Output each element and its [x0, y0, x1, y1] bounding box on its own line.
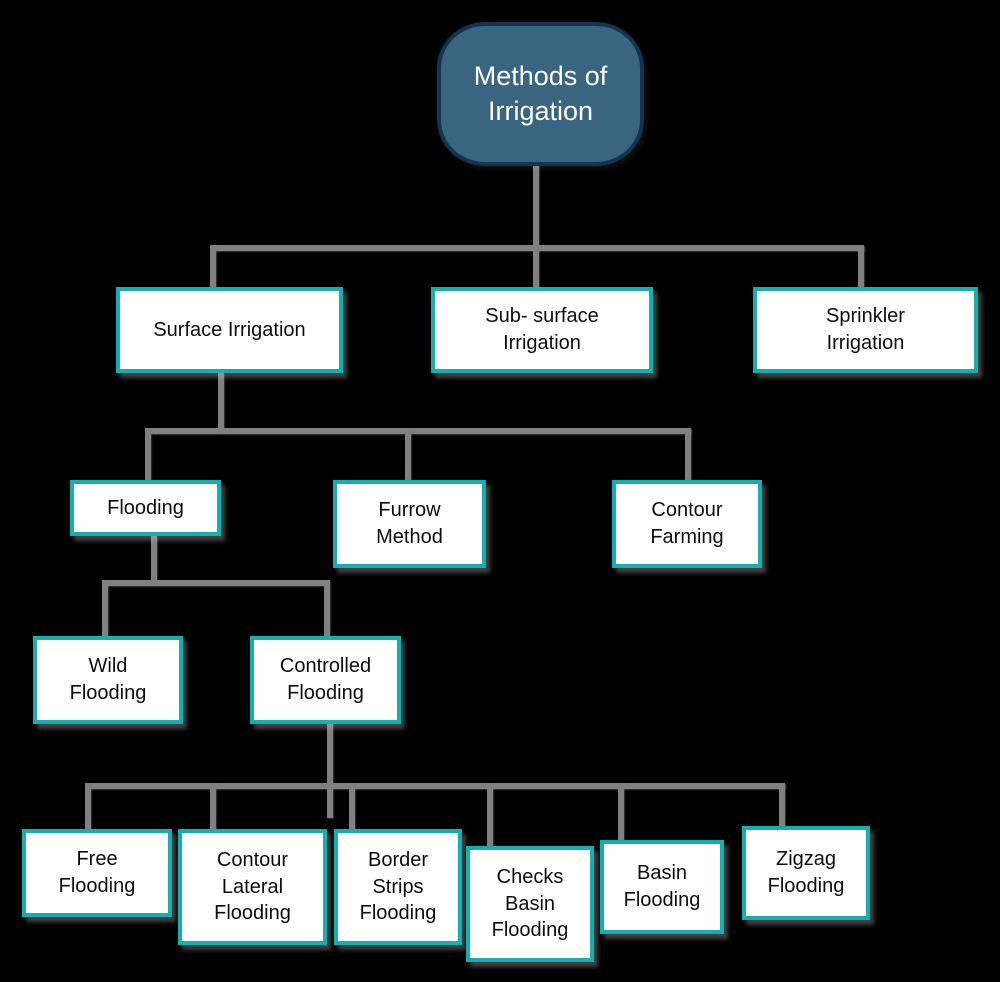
connector-to-free: [85, 783, 91, 830]
node-label: Basin Flooding: [623, 862, 701, 911]
connector-to-sprinkler: [858, 245, 864, 287]
node-label: Sub- surface Irrigation: [485, 305, 599, 354]
node-contour-lateral-flooding[interactable]: Contour Lateral Flooding: [178, 829, 327, 945]
node-basin-flooding[interactable]: Basin Flooding: [600, 840, 724, 934]
connector-level5-bus: [85, 783, 785, 789]
connector-to-controlled: [324, 580, 330, 636]
node-controlled-flooding[interactable]: Controlled Flooding: [250, 636, 401, 724]
connector-surface-stem: [218, 373, 224, 433]
node-furrow-method[interactable]: Furrow Method: [333, 480, 486, 568]
connector-to-checks: [487, 783, 493, 847]
connector-to-furrow: [405, 428, 411, 480]
node-zigzag-flooding[interactable]: Zigzag Flooding: [742, 826, 870, 920]
node-label: Furrow Method: [376, 499, 443, 548]
node-label: Checks Basin Flooding: [491, 866, 569, 942]
connector-level4-bus: [102, 580, 324, 586]
node-sub-surface-irrigation[interactable]: Sub- surface Irrigation: [431, 287, 653, 373]
connector-to-subsurface: [533, 245, 539, 287]
node-label: Border Strips Flooding: [359, 849, 437, 925]
connector-to-contour-farm: [685, 428, 691, 480]
node-label: Surface Irrigation: [153, 318, 306, 341]
connector-root-stem: [533, 164, 539, 250]
connector-to-surface: [210, 245, 216, 287]
connector-to-wild: [102, 580, 108, 636]
connector-to-contour-lat: [210, 783, 216, 830]
node-label: Sprinkler Irrigation: [826, 305, 905, 354]
node-label: Free Flooding: [58, 848, 136, 897]
node-sprinkler-irrigation[interactable]: Sprinkler Irrigation: [753, 287, 978, 373]
connector-flooding-stem: [151, 536, 157, 584]
node-label: Contour Farming: [650, 499, 724, 548]
connector-to-basin: [618, 783, 624, 840]
connector-level3-bus: [145, 428, 691, 434]
node-checks-basin-flooding[interactable]: Checks Basin Flooding: [466, 846, 594, 962]
node-wild-flooding[interactable]: Wild Flooding: [33, 636, 183, 724]
connector-to-zigzag: [779, 783, 785, 827]
node-label: Zigzag Flooding: [767, 848, 845, 897]
node-label: Methods of Irrigation: [473, 61, 608, 126]
node-flooding[interactable]: Flooding: [70, 480, 221, 536]
node-border-strips-flooding[interactable]: Border Strips Flooding: [334, 829, 462, 945]
node-label: Flooding: [107, 496, 184, 519]
node-label: Contour Lateral Flooding: [214, 849, 291, 925]
node-label: Controlled Flooding: [279, 655, 372, 704]
node-methods-of-irrigation[interactable]: Methods of Irrigation: [437, 22, 644, 166]
node-free-flooding[interactable]: Free Flooding: [22, 829, 172, 917]
connector-controlled-stem: [327, 722, 333, 818]
connector-to-border: [349, 783, 355, 830]
connector-to-flooding: [145, 428, 151, 480]
node-contour-farming[interactable]: Contour Farming: [612, 480, 762, 568]
node-label: Wild Flooding: [69, 655, 147, 704]
node-surface-irrigation[interactable]: Surface Irrigation: [116, 287, 343, 373]
